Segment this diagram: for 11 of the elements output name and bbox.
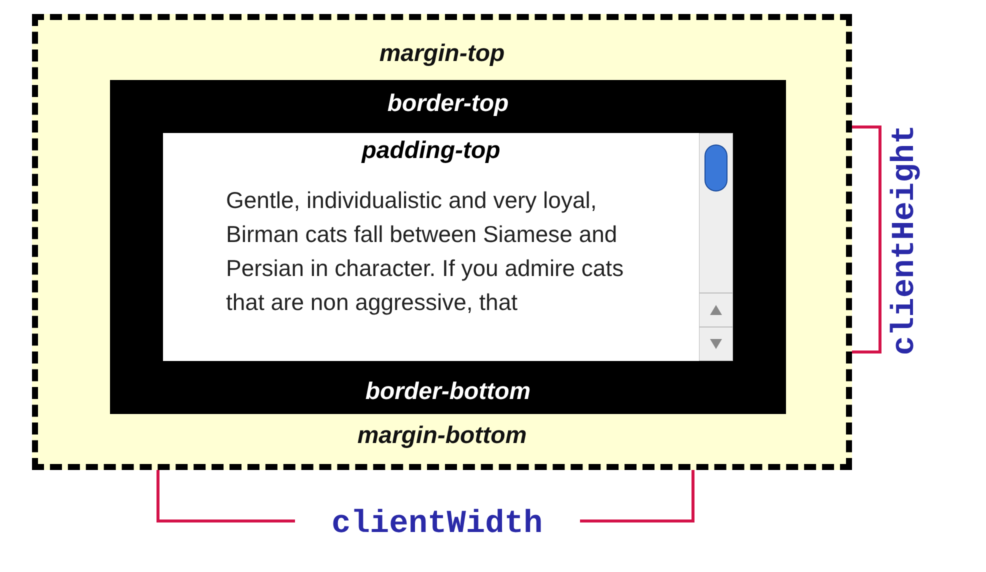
border-box bbox=[110, 80, 786, 414]
paragraph: Gentle, individualistic and very loyal, Birman cats fall between Siamese and Persian in character. If you admire cats that are non aggressive, that bbox=[226, 186, 625, 317]
box-label: padding-top bbox=[362, 137, 500, 165]
box-label: border-top bbox=[387, 90, 509, 118]
box-label: margin-top bbox=[379, 40, 505, 68]
margin-box bbox=[32, 14, 852, 470]
box-label: border-bottom bbox=[365, 378, 531, 406]
dimension-label: clientWidth bbox=[332, 507, 543, 541]
box-label: margin-bottom bbox=[357, 422, 527, 450]
content-box bbox=[163, 133, 733, 361]
dimension-label: clientHeight bbox=[888, 124, 922, 356]
